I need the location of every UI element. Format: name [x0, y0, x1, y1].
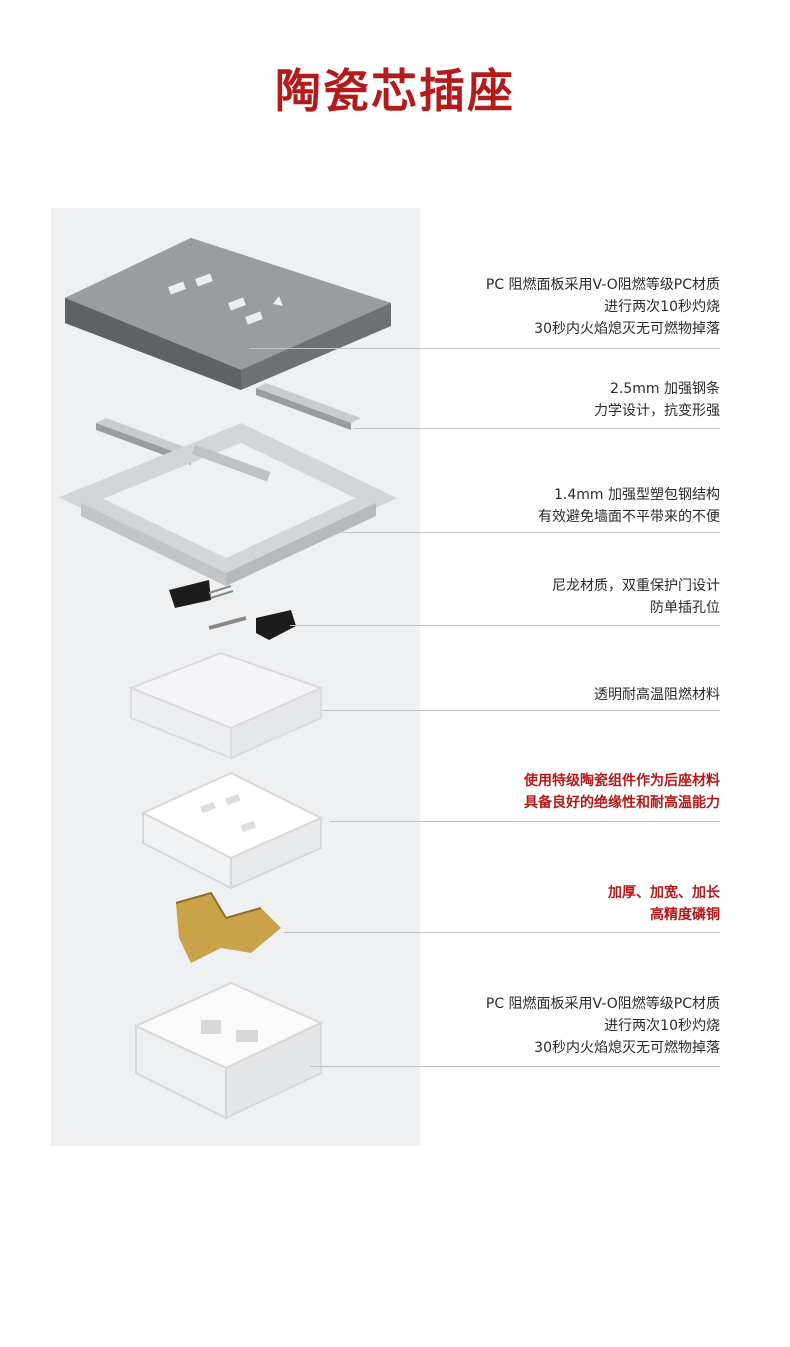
callout-base: PC 阻燃面板采用V-O阻燃等级PC材质 进行两次10秒灼烧 30秒内火焰熄灭无…	[485, 996, 720, 1056]
leader-line	[322, 710, 720, 711]
callout-shutter: 尼龙材质，双重保护门设计 防单插孔位	[552, 578, 720, 616]
leader-line	[342, 532, 720, 533]
faceplate	[65, 238, 391, 390]
leader-line	[354, 428, 720, 429]
nylon-shutters	[169, 580, 296, 640]
exploded-socket-illustration	[58, 238, 398, 1120]
leader-line	[284, 932, 720, 933]
callout-ceramic: 使用特级陶瓷组件作为后座材料 具备良好的绝缘性和耐高温能力	[524, 773, 720, 811]
page-title: 陶瓷芯插座	[275, 64, 515, 118]
steel-frame	[58, 423, 398, 586]
ceramic-core	[140, 771, 324, 890]
callout-faceplate: PC 阻燃面板采用V-O阻燃等级PC材质 进行两次10秒灼烧 30秒内火焰熄灭无…	[485, 277, 720, 337]
leader-line	[250, 348, 720, 349]
leader-line	[330, 821, 720, 822]
leader-line	[290, 625, 720, 626]
transparent-housing	[128, 651, 324, 760]
steel-bar	[96, 383, 361, 465]
callout-contacts: 加厚、加宽、加长 高精度磷铜	[608, 885, 720, 923]
callout-steel-bar: 2.5mm 加强钢条 力学设计，抗变形强	[594, 381, 720, 419]
callout-frame: 1.4mm 加强型塑包钢结构 有效避免墙面不平带来的不便	[538, 487, 720, 525]
phosphor-bronze-contacts	[175, 891, 281, 963]
base-housing	[133, 981, 324, 1120]
callout-housing: 透明耐高温阻燃材料	[594, 687, 720, 703]
leader-line	[310, 1066, 720, 1067]
